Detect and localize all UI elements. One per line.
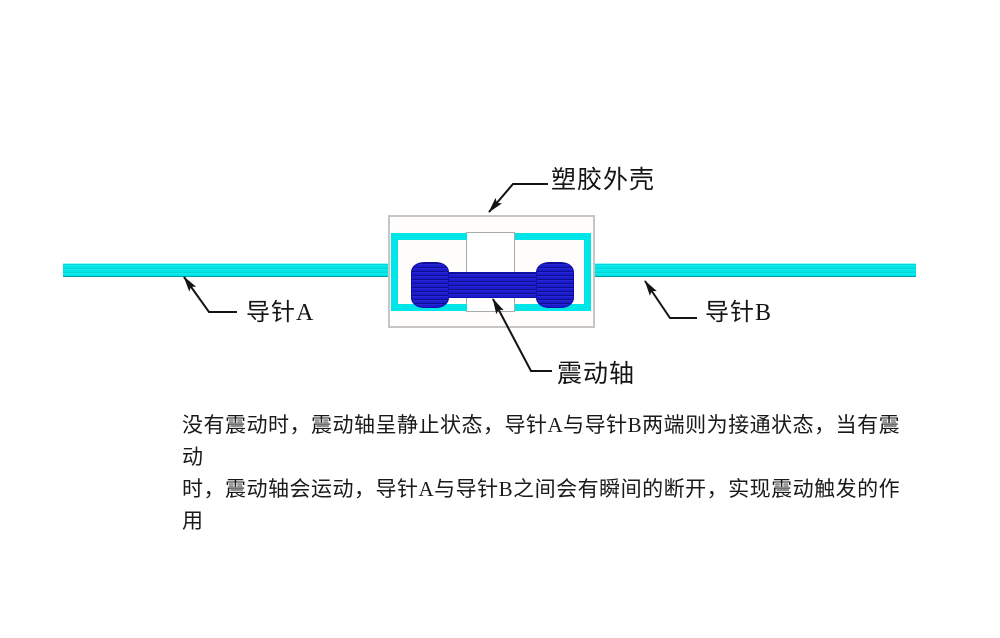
shaft-cap-right [536, 262, 574, 308]
shaft-bar [446, 272, 539, 298]
description-text: 没有震动时，震动轴呈静止状态，导针A与导针B两端则为接通状态，当有震动 时，震动… [182, 409, 902, 537]
label-vibration-shaft: 震动轴 [557, 361, 636, 388]
leader-pin-a [183, 276, 237, 313]
pin-a-conductor [63, 263, 398, 277]
label-pin-b: 导针B [705, 300, 773, 326]
label-pin-a: 导针A [246, 300, 315, 326]
shaft-cap-left [411, 262, 449, 308]
label-plastic-housing: 塑胶外壳 [551, 167, 656, 194]
leader-pin-b [644, 280, 697, 319]
leader-plastic-housing [488, 183, 548, 213]
pin-b-conductor [584, 263, 916, 277]
description-line-2: 时，震动轴会运动，导针A与导针B之间会有瞬间的断开，实现震动触发的作用 [182, 477, 901, 533]
description-line-1: 没有震动时，震动轴呈静止状态，导针A与导针B两端则为接通状态，当有震动 [182, 413, 901, 469]
